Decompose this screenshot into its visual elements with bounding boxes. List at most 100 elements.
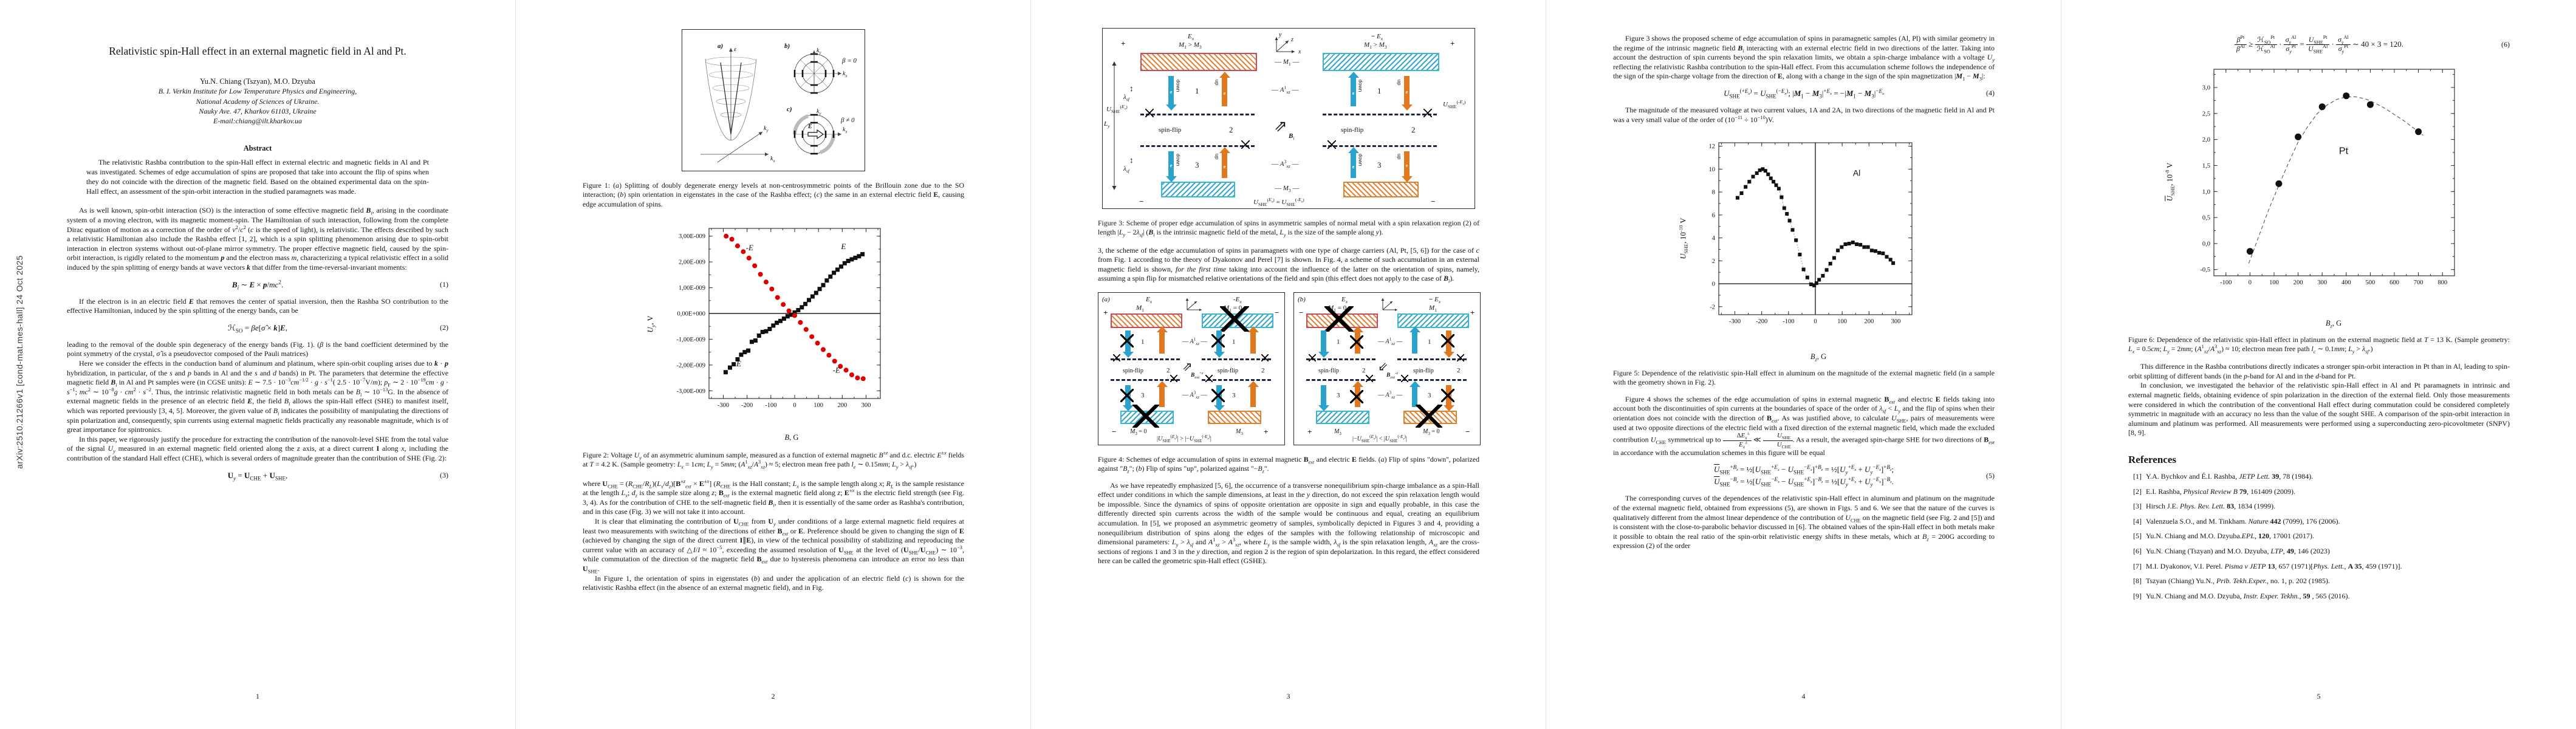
svg-text:-3,00E-009: -3,00E-009 <box>676 388 705 395</box>
fig1-kx-axis-label-c: kx <box>843 126 848 134</box>
fig4b-a3xz: — A3xz — <box>1378 390 1403 400</box>
fig4b-cross-arrow3-l <box>1350 390 1363 404</box>
fig3-bi-arrow-icon: ⇗ <box>1274 117 1287 135</box>
svg-text:3,0: 3,0 <box>2202 84 2210 91</box>
fig4b-spinbox-top-right <box>1397 313 1469 329</box>
ref-8-text: Tszyan (Chiang) Yu.N., Prib. Tekh.Exper.… <box>2146 577 2330 586</box>
fig4a-dash-l2 <box>1111 379 1180 382</box>
fig3-spinbox-top-left <box>1140 53 1257 71</box>
svg-text:3,00E-009: 3,00E-009 <box>679 233 705 240</box>
fig4a-x-r1 <box>1261 354 1269 362</box>
fig4a-dash-l1 <box>1111 358 1180 361</box>
fig4b-letter: (b) <box>1298 296 1306 304</box>
fig3-up-text-l3: up <box>1214 154 1221 160</box>
paragraph-degeneracy: leading to the removal of the double spi… <box>67 340 448 358</box>
fig4b-inequality: |−USHE(Ex)| < |USHE(-Ex)| <box>1352 434 1407 444</box>
svg-text:300: 300 <box>862 402 871 409</box>
figure-2-ylabel: Uy, V <box>646 315 656 333</box>
paragraph-uche-definition: where UCHE = (RCHE/RL)(Lx/dz)[B±zext × E… <box>583 478 965 516</box>
fig4a-arrow-ou-l <box>1156 326 1168 354</box>
svg-text:4: 4 <box>1712 235 1716 242</box>
svg-text:1,00E-009: 1,00E-009 <box>679 285 705 292</box>
fig1-panel-b-label: b) <box>784 43 790 50</box>
svg-text:-E: -E <box>833 366 840 375</box>
reference-item: [6]Yu.N. Chiang (Tszyan) and M.O. Dzyuba… <box>2128 547 2510 556</box>
figure-4-caption: Figure 4: Schemes of edge accumulation o… <box>1098 455 1479 474</box>
fig3-arrow-down-left1: e <box>1165 76 1177 111</box>
fig4b-x-r1 <box>1457 354 1464 362</box>
page-1: arXiv:2510.21266v1 [cond-mat.mes-hall] 2… <box>0 0 515 729</box>
fig3-dashline-right1 <box>1323 114 1437 115</box>
fig4a-bext-arrow: ⇗ <box>1182 360 1193 374</box>
svg-text:E: E <box>840 242 846 251</box>
fig4b-dash-r2 <box>1397 379 1467 382</box>
page2-content: a) b) c) ε ky kx ky kx β = 0 ky kx β ≠ 0… <box>583 0 964 593</box>
equation-1: Bi ∼ E × p/mc2. (1) <box>67 279 448 290</box>
equation-5-line2: USHE−Bz = ½[USHE−Ex − USHE+Ex]−Bz = ½[Uy… <box>1714 476 1894 488</box>
fig1-energy-axis-label: ε <box>734 46 736 53</box>
svg-text:12: 12 <box>1709 143 1716 150</box>
reference-item: [2]E.I. Rashba, Physical Review B 79, 16… <box>2128 487 2510 497</box>
svg-text:100: 100 <box>814 402 823 409</box>
paragraph-fig3-discussion: Figure 3 shows the proposed scheme of ed… <box>1613 34 1995 82</box>
fig4a-cross-arrow-r <box>1211 334 1225 348</box>
page3-content: Ex M1 > M3 − Ex M1 > M3 + + y z x — M1 — <box>1098 0 1481 566</box>
equation-1-number: (1) <box>440 280 448 289</box>
svg-text:2: 2 <box>1712 258 1715 265</box>
fig3-arrow-down-left3: e <box>1165 151 1177 182</box>
ref-3-text: Hirsch J.E. Phys. Rev. Lett. 83, 1834 (1… <box>2146 502 2276 511</box>
affiliation-line2: National Academy of Sciences of Ukraine. <box>196 97 320 106</box>
svg-text:0: 0 <box>1712 281 1715 288</box>
fig3-up-text-r1: up <box>1396 80 1403 86</box>
fig3-region3-right: 3 <box>1377 160 1382 169</box>
equation-5-number: (5) <box>1986 471 1995 480</box>
paragraph-gshe: As we have repeatedly emphasized [5, 6],… <box>1098 481 1480 566</box>
ref-8-number: [8] <box>2133 577 2142 586</box>
fig4b-r1-r: 1 <box>1428 338 1431 346</box>
fig4b-bext-label: Bext-z <box>1386 371 1398 380</box>
fig4b-ex: Ex <box>1341 296 1348 305</box>
fig4b-r3-r: 3 <box>1428 392 1431 400</box>
svg-text:800: 800 <box>2437 279 2447 286</box>
svg-text:0: 0 <box>793 402 796 409</box>
fig3-minus-right: − <box>1431 197 1436 206</box>
page-number-1: 1 <box>256 692 259 700</box>
fig4a-plus-bot: + <box>1264 427 1269 437</box>
paragraph-voltage-magnitude: The magnitude of the measured voltage at… <box>1613 105 1995 124</box>
fig3-xmark-r2 <box>1327 140 1336 149</box>
fig3-region2-left: 2 <box>1229 125 1233 134</box>
fig4a-r2-r: 2 <box>1261 367 1265 375</box>
fig3-negex-label: − Ex <box>1371 33 1383 42</box>
svg-text:1,0: 1,0 <box>2202 188 2210 195</box>
fig3-axes-icon <box>1275 37 1295 53</box>
fig4b-plus-bot: + <box>1307 427 1312 437</box>
fig4b-r2-l: 2 <box>1362 367 1366 375</box>
fig4b-x-l2 <box>1366 375 1373 383</box>
abstract-heading: Abstract <box>243 144 272 153</box>
fig4b-arrow3-bu-r <box>1409 381 1420 408</box>
fig3-up-text-l1: up <box>1214 80 1221 86</box>
svg-text:200: 200 <box>1864 318 1874 325</box>
figure-1-caption: Figure 1: (a) Splitting of doubly degene… <box>583 181 964 208</box>
page4-content: Figure 3 shows the proposed scheme of ed… <box>1613 0 1995 551</box>
figure-2-xlabel: B, G <box>784 433 799 442</box>
figure-3: Ex M1 > M3 − Ex M1 > M3 + + y z x — M1 — <box>1102 28 1475 209</box>
email: E-mail:chiang@ilt.kharkov.ua <box>213 116 303 125</box>
fig3-lambda-label-1: λsf <box>1123 94 1129 103</box>
fig4b-m3zero: M3 = 0 <box>1423 428 1440 437</box>
fig4a-x-l1 <box>1113 354 1120 362</box>
fig3-xmark-l2 <box>1241 140 1250 149</box>
equation-2: ℋSO = βe[σ̂ × k]E, (2) <box>67 323 448 334</box>
reference-item: [7]M.I. Dyakonov, V.I. Perel. Pisma v JE… <box>2128 562 2510 572</box>
fig4b-m1: M1 <box>1429 304 1437 313</box>
paragraph-fig4-discussion: Figure 4 shows the schemes of the edge a… <box>1613 394 1995 457</box>
svg-text:-2,00E-009: -2,00E-009 <box>676 362 705 369</box>
